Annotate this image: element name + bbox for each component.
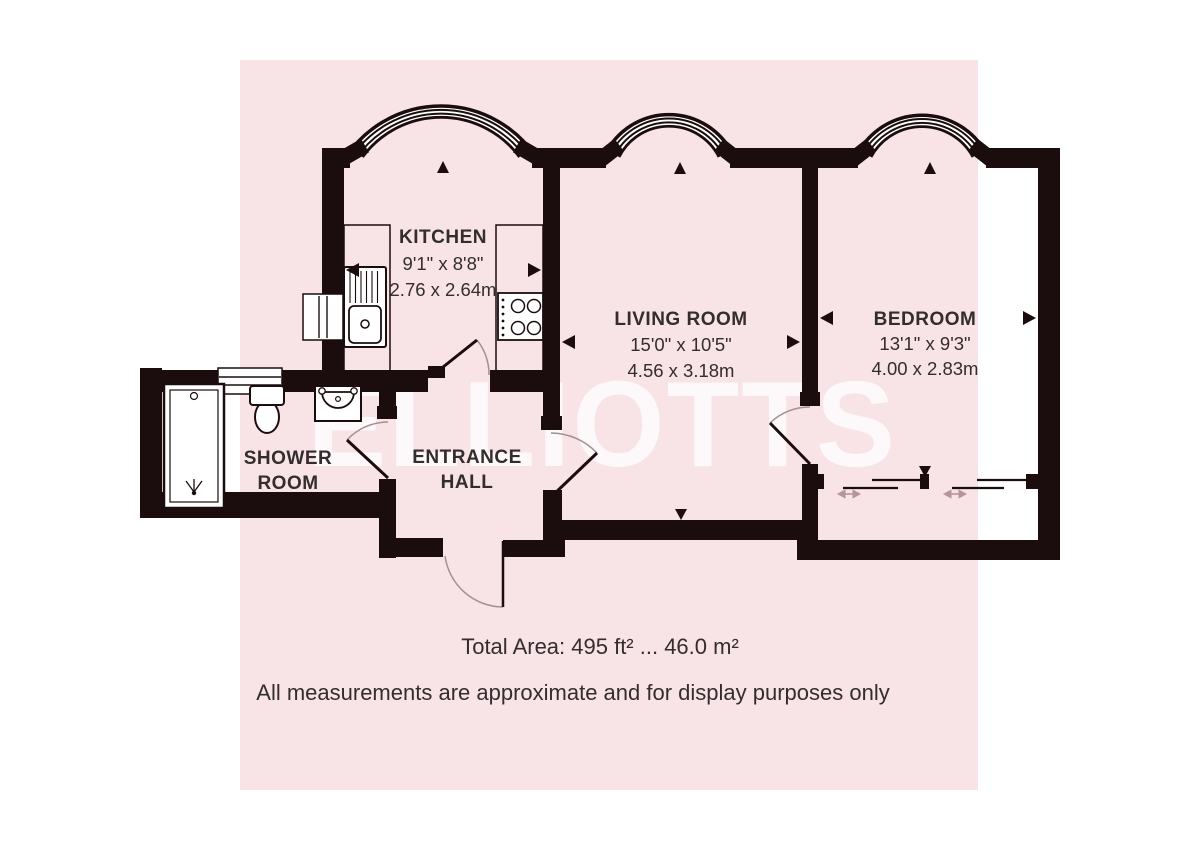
marker-left-kitchen [346,263,359,277]
toilet-icon [249,385,285,434]
marker-right-bedroom [1023,311,1036,325]
bay-window-bedroom [854,113,990,158]
marker-down-bedroom [919,466,931,477]
shower-room-label-line2: ROOM [257,473,318,494]
shower-room-door [345,438,390,480]
kitchen-label: KITCHEN [399,227,487,248]
kitchen-dims-imperial: 9'1" x 8'8" [403,253,484,274]
marker-left-living [562,335,575,349]
living-room-door [549,451,599,499]
bedroom-door [768,421,812,466]
bedroom-label: BEDROOM [874,309,977,330]
disclaimer-text: All measurements are approximate and for… [256,680,889,705]
marker-down-living [675,509,687,520]
room-labels: KITCHEN 9'1" x 8'8" 2.76 x 2.64m LIVING … [244,227,979,494]
door-leaves [345,338,812,607]
kitchen-window [302,293,344,341]
bay-window-kitchen [344,104,538,158]
shower-enclosure-icon [162,382,226,510]
door-arcs [346,339,811,608]
sliding-doors [836,478,1027,499]
bay-window-bands [346,106,988,157]
marker-left-bedroom [820,311,833,325]
marker-right-kitchen [528,263,541,277]
kitchen-dims-metric: 2.76 x 2.64m [390,279,497,300]
slide-arrow-icon [836,489,968,499]
bedroom-dims-imperial: 13'1" x 9'3" [879,333,970,354]
shower-room-label-line1: SHOWER [244,448,333,469]
bedroom-dims-metric: 4.00 x 2.83m [872,358,979,379]
living-room-dims-metric: 4.56 x 3.18m [628,360,735,381]
marker-up-bedroom [924,162,936,174]
footer: Total Area: 495 ft² ... 46.0 m² All meas… [256,634,889,705]
plan-background [240,60,978,790]
marker-up-living [674,162,686,174]
measurement-markers [346,161,1036,520]
total-area-text: Total Area: 495 ft² ... 46.0 m² [461,634,739,659]
kitchen-door [432,338,478,377]
living-room-label: LIVING ROOM [614,309,747,330]
entrance-hall-label-line1: ENTRANCE [412,447,522,468]
entrance-hall-label-line2: HALL [441,472,494,493]
marker-up-kitchen [437,161,449,173]
kitchen-sink-icon [343,266,387,348]
living-room-dims-imperial: 15'0" x 10'5" [630,334,731,355]
kitchen-hob-icon [497,292,544,341]
wash-basin-icon [314,385,362,422]
marker-right-living [787,335,800,349]
bay-window-living [602,112,736,158]
